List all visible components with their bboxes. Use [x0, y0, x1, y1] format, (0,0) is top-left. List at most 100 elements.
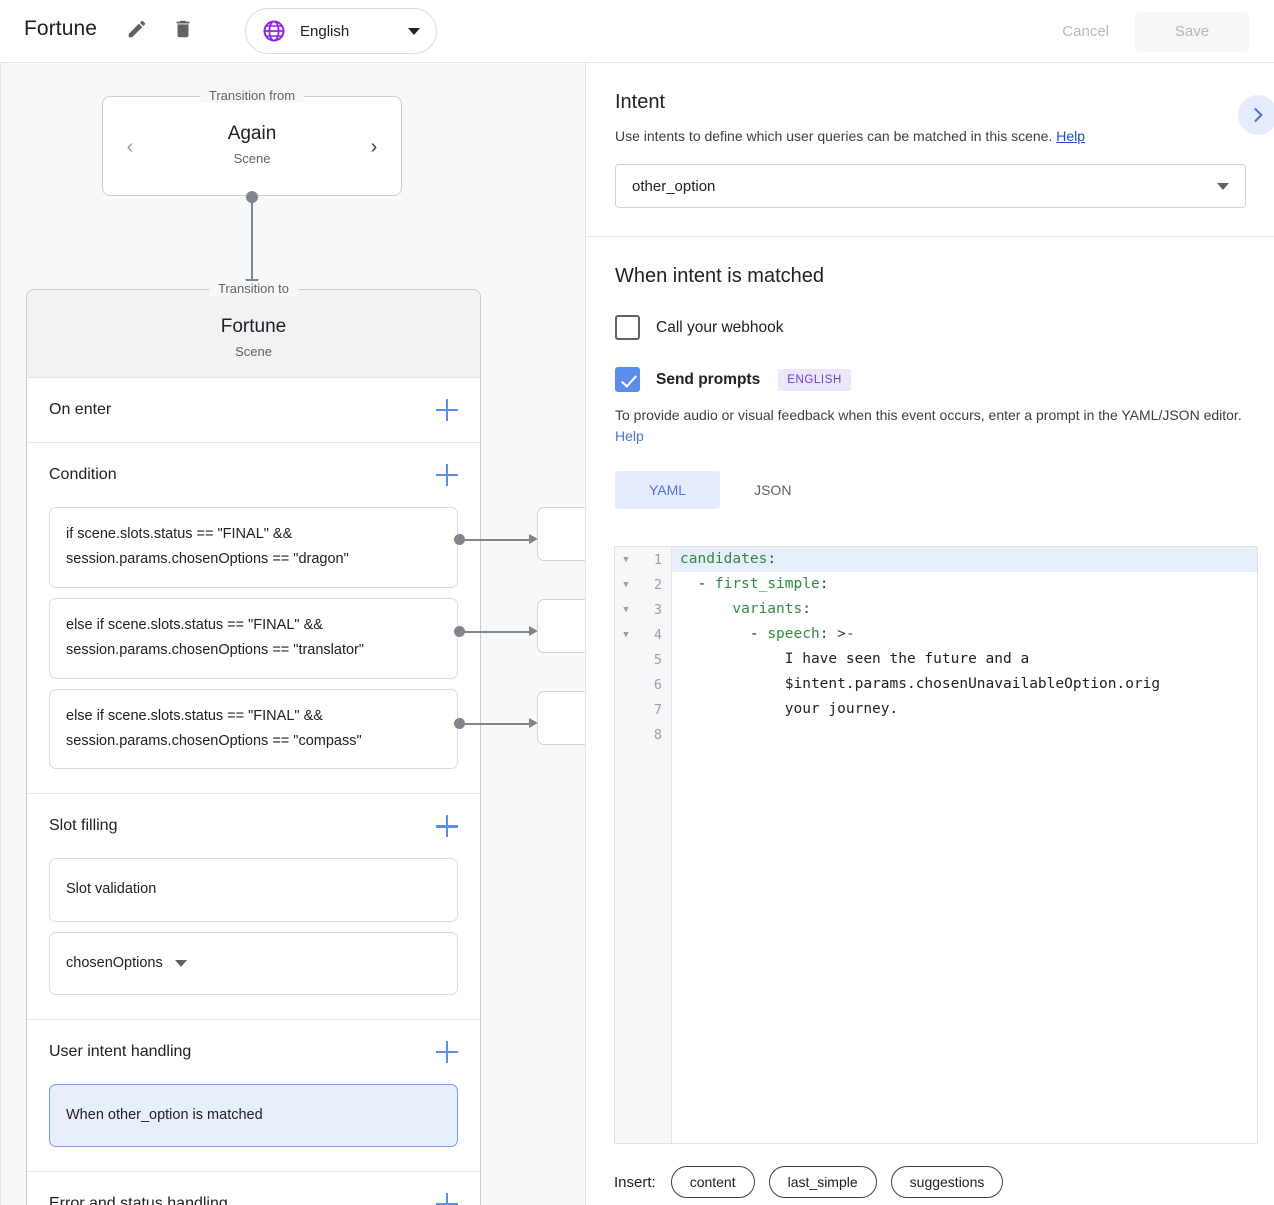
yaml-key: speech — [767, 626, 820, 642]
condition-item[interactable]: if scene.slots.status == "FINAL" && sess… — [49, 507, 458, 588]
editor-line-number: 6 — [653, 676, 662, 693]
yaml-key: candidates — [680, 551, 768, 567]
save-button[interactable]: Save — [1135, 12, 1249, 52]
editor-gutter-line: 5 — [615, 647, 671, 672]
section-title-user-intent-handling: User intent handling — [49, 1043, 192, 1060]
editor-code-line[interactable]: I have seen the future and a — [680, 651, 1030, 667]
condition-line-1: else if scene.slots.status == "FINAL" && — [66, 707, 323, 724]
editor-code-area[interactable]: candidates: - first_simple: variants: - … — [672, 547, 1257, 1143]
insert-row: Insert: content last_simple suggestions — [614, 1166, 1017, 1198]
editor-line-number: 5 — [653, 651, 662, 668]
webhook-row: Call your webhook — [615, 315, 1246, 340]
send-prompts-row: Send prompts ENGLISH — [615, 367, 1246, 392]
scene-detail-panel: Transition to Fortune Scene On enter Con… — [26, 281, 481, 1205]
editor-gutter-line: ▼3 — [615, 597, 671, 622]
yaml-punctuation: : >- — [819, 626, 855, 642]
globe-icon — [263, 20, 285, 42]
add-slot-filling-button[interactable] — [436, 815, 458, 838]
add-condition-button[interactable] — [436, 464, 458, 486]
scene-canvas: Transition from ‹ › Again Scene Transiti… — [0, 63, 586, 1205]
condition-line-1: else if scene.slots.status == "FINAL" && — [66, 616, 323, 633]
editor-gutter-line: ▼4 — [615, 622, 671, 647]
intent-help-link[interactable]: Help — [1056, 128, 1086, 144]
prompts-note: To provide audio or visual feedback when… — [615, 405, 1246, 447]
add-user-intent-button[interactable] — [436, 1041, 458, 1063]
editor-code-line[interactable]: variants: — [672, 597, 1257, 622]
condition-line-2: session.params.chosenOptions == "transla… — [66, 642, 365, 659]
editor-code-line[interactable] — [672, 722, 1257, 747]
connector-line — [251, 197, 253, 282]
chevron-down-icon[interactable] — [174, 959, 187, 967]
intent-section: Intent Use intents to define which user … — [587, 63, 1274, 237]
call-webhook-checkbox[interactable] — [615, 315, 640, 340]
editor-code-line[interactable]: candidates: — [672, 547, 1257, 572]
editor-format-tabs: YAML JSON — [615, 471, 1246, 509]
add-error-status-button[interactable] — [436, 1193, 458, 1205]
prompts-help-link[interactable]: Help — [615, 428, 644, 444]
transition-to-legend: Transition to — [208, 281, 299, 296]
fold-triangle-icon[interactable]: ▼ — [623, 554, 629, 565]
send-prompts-checkbox[interactable] — [615, 367, 640, 392]
chevron-right-icon — [1254, 108, 1263, 122]
section-title-on-enter: On enter — [49, 401, 112, 418]
editor-code-line[interactable]: - first_simple: — [680, 576, 829, 592]
tab-yaml[interactable]: YAML — [615, 471, 721, 509]
intent-select-value: other_option — [632, 177, 716, 195]
insert-chip-suggestions[interactable]: suggestions — [890, 1166, 1004, 1198]
user-intent-label: When other_option is matched — [66, 1107, 263, 1123]
language-selector[interactable]: English — [245, 8, 437, 54]
insert-label: Insert: — [614, 1173, 656, 1191]
transition-from-name: Again — [227, 123, 277, 144]
add-on-enter-button[interactable] — [436, 399, 458, 421]
editor-gutter-line: ▼1 — [615, 547, 671, 572]
expand-panel-button[interactable] — [1238, 95, 1274, 135]
condition-target-stub[interactable] — [537, 691, 585, 745]
cancel-button[interactable]: Cancel — [1062, 23, 1109, 40]
prev-scene-arrow-icon[interactable]: ‹ — [126, 136, 134, 158]
section-on-enter: On enter — [27, 378, 480, 443]
slot-validation-item[interactable]: Slot validation — [49, 858, 458, 922]
yaml-key: first_simple — [714, 576, 820, 592]
condition-line-2: session.params.chosenOptions == "dragon" — [66, 551, 349, 568]
page-title: Fortune — [24, 17, 98, 40]
user-intent-item-selected[interactable]: When other_option is matched — [49, 1084, 458, 1148]
prompts-note-text: To provide audio or visual feedback when… — [615, 407, 1242, 423]
tab-json[interactable]: JSON — [754, 482, 792, 498]
insert-chip-content[interactable]: content — [670, 1166, 755, 1198]
language-badge: ENGLISH — [778, 368, 851, 391]
section-condition: Condition if scene.slots.status == "FINA… — [27, 443, 480, 795]
scene-subtitle: Scene — [235, 344, 272, 359]
next-scene-arrow-icon[interactable]: › — [370, 136, 378, 158]
insert-chip-last-simple[interactable]: last_simple — [768, 1166, 877, 1198]
fold-triangle-icon[interactable]: ▼ — [623, 604, 629, 615]
intent-description: Use intents to define which user queries… — [615, 128, 1246, 144]
fold-triangle-icon[interactable]: ▼ — [623, 629, 629, 640]
fold-triangle-icon[interactable]: ▼ — [623, 579, 629, 590]
condition-item[interactable]: else if scene.slots.status == "FINAL" &&… — [49, 597, 458, 679]
section-title-slot-filling: Slot filling — [49, 817, 118, 835]
transition-from-card[interactable]: Transition from ‹ › Again Scene — [102, 88, 402, 196]
editor-gutter-line: ▼2 — [615, 572, 671, 597]
trash-icon[interactable] — [172, 18, 198, 44]
editor-code-line[interactable]: $intent.params.chosenUnavailableOption.o… — [680, 676, 1161, 692]
send-prompts-label: Send prompts — [656, 370, 761, 388]
pencil-icon[interactable] — [126, 18, 152, 44]
condition-item[interactable]: else if scene.slots.status == "FINAL" &&… — [49, 688, 458, 770]
section-user-intent-handling: User intent handling When other_option i… — [27, 1020, 480, 1173]
condition-target-stub[interactable] — [537, 507, 585, 561]
editor-line-number: 4 — [653, 626, 662, 643]
editor-line-number: 3 — [653, 601, 662, 618]
intent-heading: Intent — [615, 91, 666, 113]
editor-code-line[interactable]: your journey. — [680, 701, 899, 717]
section-error-status-handling: Error and status handling — [27, 1172, 480, 1205]
intent-select[interactable]: other_option — [615, 164, 1246, 208]
top-bar: Fortune English Cancel Save — [0, 0, 1274, 63]
condition-target-stub[interactable] — [537, 599, 585, 653]
condition-line-2: session.params.chosenOptions == "compass… — [66, 732, 362, 749]
slot-item-chosenoptions[interactable]: chosenOptions — [49, 931, 458, 995]
editor-code-line[interactable]: - speech: >- — [680, 626, 855, 642]
condition-edge-line — [459, 723, 531, 725]
